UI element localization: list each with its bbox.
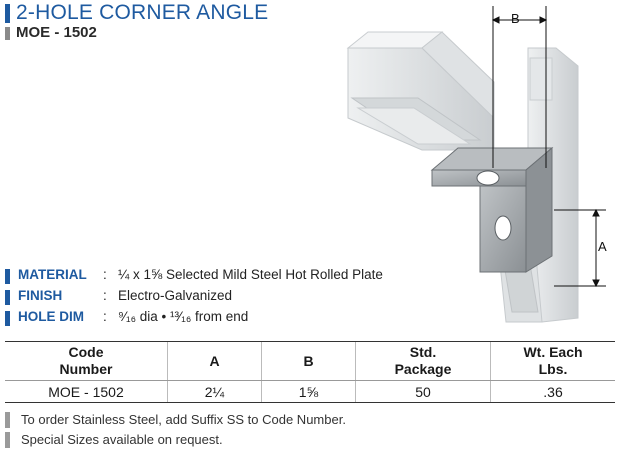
spec-finish: FINISH : Electro-Galvanized [5, 287, 405, 308]
product-table: Code Number A B Std. Package Wt. Each Lb… [5, 341, 615, 403]
header-line: Std. [409, 344, 437, 360]
hole-icon [476, 170, 500, 186]
note-text: Special Sizes available on request. [21, 432, 223, 447]
horizontal-channel [346, 31, 495, 151]
dimension-a [554, 208, 606, 288]
table-row: MOE - 1502 2¼ 1⅝ 50 .36 [5, 380, 615, 403]
part-number: MOE - 1502 [16, 24, 97, 41]
header-code-number: Code Number [5, 341, 168, 381]
cell-std-package: 50 [355, 380, 491, 403]
title-accent-bar [5, 4, 10, 23]
header-weight: Wt. Each Lbs. [490, 341, 615, 381]
dimension-b-label: B [511, 11, 520, 26]
subtitle-accent-bar [5, 27, 10, 40]
cell-code-number: MOE - 1502 [5, 380, 168, 403]
spec-label: HOLE DIM [18, 309, 84, 324]
note-item: To order Stainless Steel, add Suffix SS … [5, 410, 405, 430]
spec-label: FINISH [18, 288, 63, 303]
header-line: A [209, 352, 220, 369]
dimension-b [491, 6, 548, 168]
header-line: Wt. Each [523, 344, 583, 360]
header-line: Number [59, 361, 113, 377]
angle-plate [430, 146, 554, 273]
spec-material: MATERIAL : ¼ x 1⅝ Selected Mild Steel Ho… [5, 266, 405, 287]
table-header-row: Code Number A B Std. Package Wt. Each Lb… [5, 341, 615, 381]
spec-value: ¼ x 1⅝ Selected Mild Steel Hot Rolled Pl… [118, 267, 383, 282]
spec-accent-bar [5, 311, 10, 326]
header-line: Code [68, 344, 104, 360]
cell-a: 2¼ [167, 380, 262, 403]
header-std-package: Std. Package [355, 341, 491, 381]
spec-colon: : [103, 309, 107, 324]
notes: To order Stainless Steel, add Suffix SS … [5, 410, 405, 450]
header-line: Lbs. [538, 361, 568, 377]
spec-value: Electro-Galvanized [118, 288, 233, 303]
header-a: A [167, 341, 262, 381]
spec-list: MATERIAL : ¼ x 1⅝ Selected Mild Steel Ho… [5, 266, 405, 329]
page-title: 2-HOLE CORNER ANGLE [16, 1, 269, 24]
spec-value: ⁹⁄₁₆ dia • ¹³⁄₁₆ from end [118, 309, 249, 324]
header-line: B [303, 352, 314, 369]
cell-weight: .36 [490, 380, 615, 403]
note-item: Special Sizes available on request. [5, 430, 405, 450]
header-line: Package [394, 361, 452, 377]
spec-colon: : [103, 267, 107, 282]
hole-icon [494, 215, 512, 241]
spec-accent-bar [5, 290, 10, 305]
cell-b: 1⅝ [261, 380, 356, 403]
spec-colon: : [103, 288, 107, 303]
note-accent-bar [5, 412, 10, 428]
corner-angle-illustration: B A [346, 6, 607, 323]
note-text: To order Stainless Steel, add Suffix SS … [21, 412, 346, 427]
spec-accent-bar [5, 269, 10, 284]
header-b: B [261, 341, 356, 381]
dimension-a-label: A [598, 239, 607, 254]
spec-hole-dim: HOLE DIM : ⁹⁄₁₆ dia • ¹³⁄₁₆ from end [5, 308, 405, 329]
spec-label: MATERIAL [18, 267, 87, 282]
note-accent-bar [5, 432, 10, 448]
